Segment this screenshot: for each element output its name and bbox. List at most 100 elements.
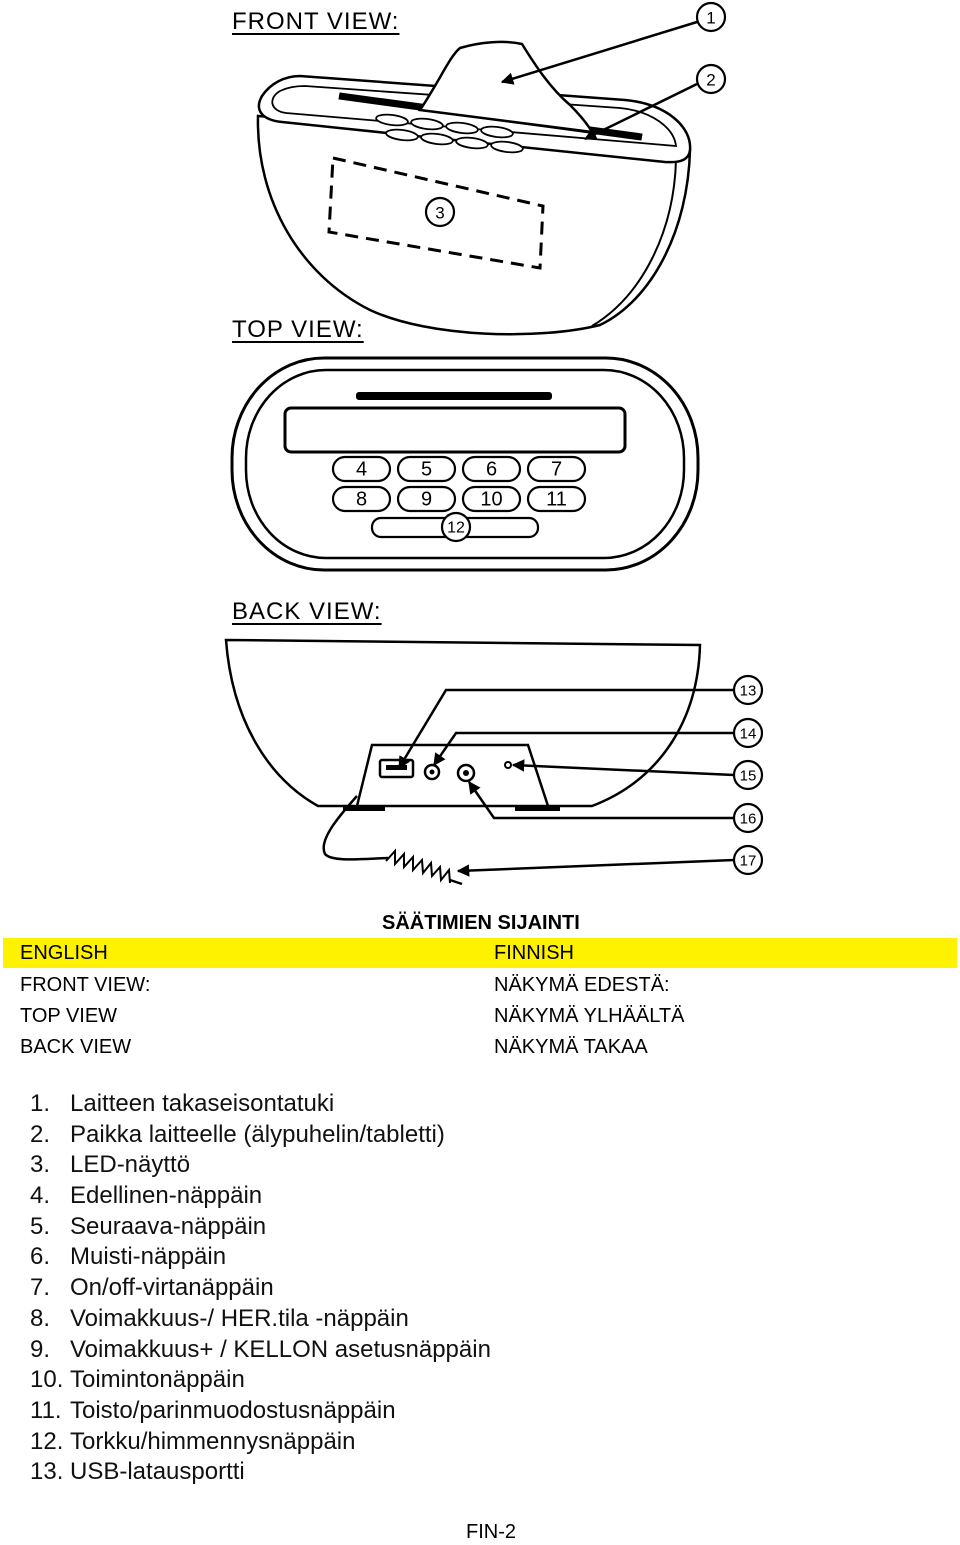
list-item-text: On/off-virtanäppäin [70,1274,274,1302]
list-item-number: 4. [30,1182,51,1210]
list-item-number: 10. [30,1366,64,1394]
header-english: ENGLISH [20,942,108,964]
callout-2-label: 2 [706,71,715,90]
table-cell-finnish: NÄKYMÄ TAKAA [494,1036,648,1058]
button-6-label: 6 [486,459,497,481]
list-item: 3. LED-näyttö [30,1150,910,1181]
list-item-number: 8. [30,1304,51,1332]
back-foot-right [515,805,560,811]
list-item-number: 5. [30,1212,51,1240]
table-cell-finnish: NÄKYMÄ EDESTÄ: [494,974,670,996]
list-item: 12.Torkku/himmennysnäppäin [30,1427,910,1458]
list-item-number: 6. [30,1243,51,1271]
cable-coil [385,848,451,884]
list-item-number: 3. [30,1151,51,1179]
button-7-label: 7 [551,459,562,481]
top-display-window [283,406,627,454]
back-view-heading: BACK VIEW: [232,598,382,625]
button-5-label: 5 [421,459,432,481]
callout-16-label: 16 [740,811,757,828]
list-item: 2.Paikka laitteelle (älypuhelin/tabletti… [30,1120,910,1151]
list-item: 5. Seuraava-näppäin [30,1212,910,1243]
list-item-text: Torkku/himmennysnäppäin [70,1427,356,1455]
top-dock-slot [356,392,552,400]
table-cell-finnish: NÄKYMÄ YLHÄÄLTÄ [494,1005,685,1027]
device-diagrams: 1 2 3 4 5 6 7 8 [224,1,764,886]
button-4-shape [331,455,392,483]
button-9-label: 9 [421,489,432,511]
callout-3-circle [424,196,456,228]
callout-17-line [456,858,735,877]
rear-stand [417,40,595,134]
table-row: TOP VIEW NÄKYMÄ YLHÄÄLTÄ [3,1001,957,1032]
front-button [420,132,454,146]
callout-14-circle [732,717,764,749]
port-panel [355,743,550,807]
list-item-text: LED-näyttö [70,1151,191,1179]
list-item: 6.Muisti-näppäin [30,1242,910,1273]
list-item-text: USB-latausportti [70,1458,245,1486]
list-item-number: 13. [30,1458,64,1486]
list-item-text: Edellinen-näppäin [70,1182,263,1210]
button-7-shape [526,455,587,483]
list-item: 10.Toimintonäppäin [30,1365,910,1396]
callout-1-label: 1 [706,9,715,28]
front-button [480,125,514,139]
list-item: 7.On/off-virtanäppäin [30,1273,910,1304]
back-body-outline [224,638,702,808]
list-item: 9.Voimakkuus+ / KELLON asetusnäppäin [30,1335,910,1366]
top-inner-shell [244,368,686,560]
front-button [455,136,489,150]
list-item: 8. Voimakkuus-/ HER.tila -näppäin [30,1304,910,1335]
front-view-heading: FRONT VIEW: [232,8,400,35]
callout-1-line [500,20,698,85]
callout-15-circle [732,759,764,791]
snooze-bar-callout-circle [440,511,472,543]
callout-13-label: 13 [740,683,757,700]
callout-13-line [397,688,734,770]
list-item-number: 12. [30,1427,64,1455]
top-button-grid: 4 5 6 7 8 9 10 11 [331,455,587,513]
list-item: 1. Laitteen takaseisontatuki [30,1089,910,1120]
device-body-outline [256,114,692,336]
list-item-number: 1. [30,1090,51,1117]
list-item-text: Laitteen takaseisontatuki [70,1090,335,1117]
callout-15-label: 15 [740,768,757,785]
list-item: 4. Edellinen-näppäin [30,1181,910,1212]
list-item-number: 2. [30,1120,51,1148]
control-list: 1. Laitteen takaseisontatuki 2.Paikka lai… [30,1089,910,1488]
button-8-label: 8 [356,489,367,511]
back-view-diagram: 13 14 15 16 17 [224,638,764,886]
callout-14-line [432,731,734,767]
callout-2-line [583,82,698,141]
callout-1-circle [695,1,727,33]
list-item-text: Voimakkuus-/ HER.tila -näppäin [70,1304,409,1332]
list-item-number: 9. [30,1335,51,1363]
front-button [410,117,444,131]
cable-tail [449,878,463,886]
list-item-text: Toimintonäppäin [70,1366,245,1394]
list-item-number: 11. [30,1396,62,1424]
snooze-bar-label: 12 [447,520,465,537]
list-item-text: Seuraava-näppäin [70,1212,267,1240]
page-number: FIN-2 [466,1521,516,1543]
callout-17-label: 17 [740,853,757,870]
front-view-diagram: 1 2 3 [256,1,727,336]
dc-jack-center [463,770,469,776]
list-item-text: Toisto/parinmuodostusnäppäin [70,1396,396,1424]
callout-3-label: 3 [435,204,444,223]
table-cell-english: TOP VIEW [20,1005,118,1027]
list-item: 13.USB-latausportti [30,1457,910,1488]
table-cell-english: FRONT VIEW: [20,974,151,996]
callout-14-label: 14 [740,726,757,743]
button-8-shape [331,485,392,513]
button-11-shape [526,485,587,513]
table-row: FRONT VIEW: NÄKYMÄ EDESTÄ: [3,970,957,1001]
button-10-label: 10 [480,489,502,511]
front-button [490,140,524,154]
table-header: ENGLISH FINNISH [3,938,957,968]
usb-port-tongue [386,765,407,770]
button-5-shape [396,455,457,483]
button-10-shape [461,485,522,513]
callout-2-circle [695,63,727,95]
